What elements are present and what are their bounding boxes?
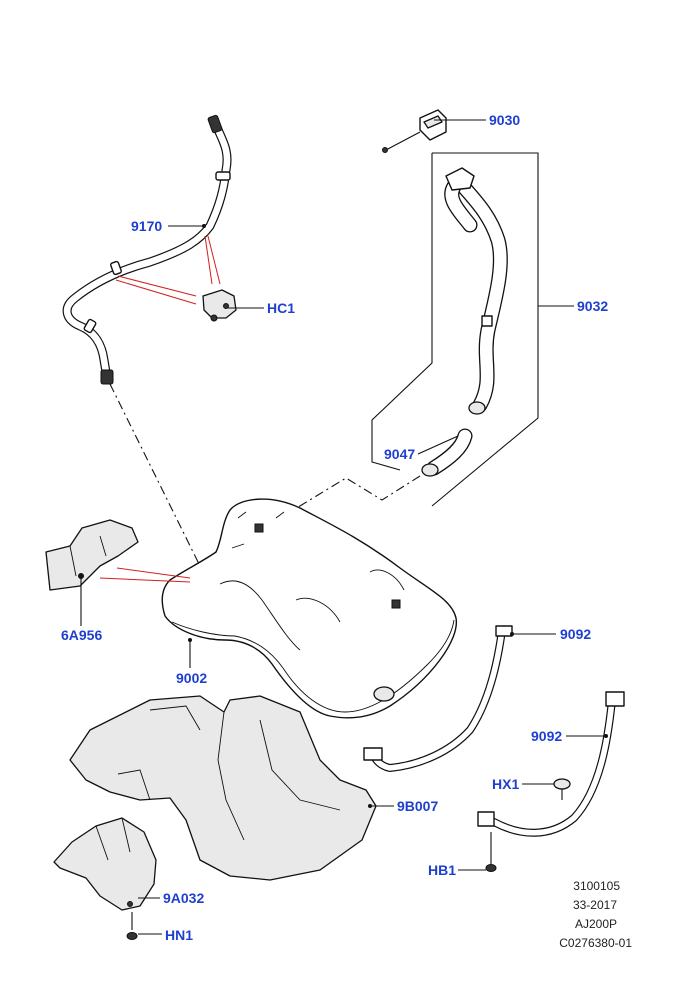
callout-6a956: 6A956 <box>61 627 102 643</box>
tank-strap-front[interactable] <box>477 691 625 837</box>
callout-9092-front: 9092 <box>531 728 562 744</box>
callout-9170: 9170 <box>131 218 162 234</box>
callout-hc1: HC1 <box>267 300 295 316</box>
fuel-tank[interactable] <box>161 498 457 719</box>
filler-pipe[interactable] <box>444 167 508 415</box>
drawing-info-block: 3100105 33-2017 AJ200P C0276380-01 <box>559 879 632 950</box>
callout-9092-rear: 9092 <box>560 626 591 642</box>
vent-hose-highlight-lines <box>115 235 221 305</box>
vent-hose-assembly[interactable] <box>62 114 232 385</box>
info-line-1: 3100105 <box>573 879 620 893</box>
heat-shield-highlight-lines <box>99 567 191 583</box>
callout-9b007: 9B007 <box>397 798 438 814</box>
callout-hx1: HX1 <box>492 776 519 792</box>
hose-to-tank-dashed-line <box>289 475 421 513</box>
tank-strap-rear[interactable] <box>363 625 513 772</box>
callout-9030: 9030 <box>489 112 520 128</box>
callout-9047: 9047 <box>384 446 415 462</box>
callout-9032: 9032 <box>577 298 608 314</box>
callout-9a032: 9A032 <box>163 890 204 906</box>
callout-leader-lines <box>80 119 606 935</box>
hx1-fastener[interactable] <box>553 778 571 800</box>
filler-cap[interactable] <box>382 109 447 153</box>
hc1-clip[interactable] <box>202 289 237 322</box>
hn1-nut[interactable] <box>126 912 138 940</box>
hb1-fastener[interactable] <box>485 832 497 872</box>
info-line-2: 33-2017 <box>573 898 617 912</box>
callout-hn1: HN1 <box>165 927 193 943</box>
callout-9002: 9002 <box>176 670 207 686</box>
front-heat-shield[interactable] <box>53 817 157 911</box>
callout-leader-dots <box>79 224 608 808</box>
callout-hb1: HB1 <box>428 862 456 878</box>
info-line-4: C0276380-01 <box>559 936 632 950</box>
info-line-3: AJ200P <box>575 917 617 931</box>
filler-pipe-group-bracket <box>371 152 539 507</box>
filler-hose[interactable] <box>421 428 473 477</box>
vent-to-tank-dashed-line <box>109 383 201 567</box>
